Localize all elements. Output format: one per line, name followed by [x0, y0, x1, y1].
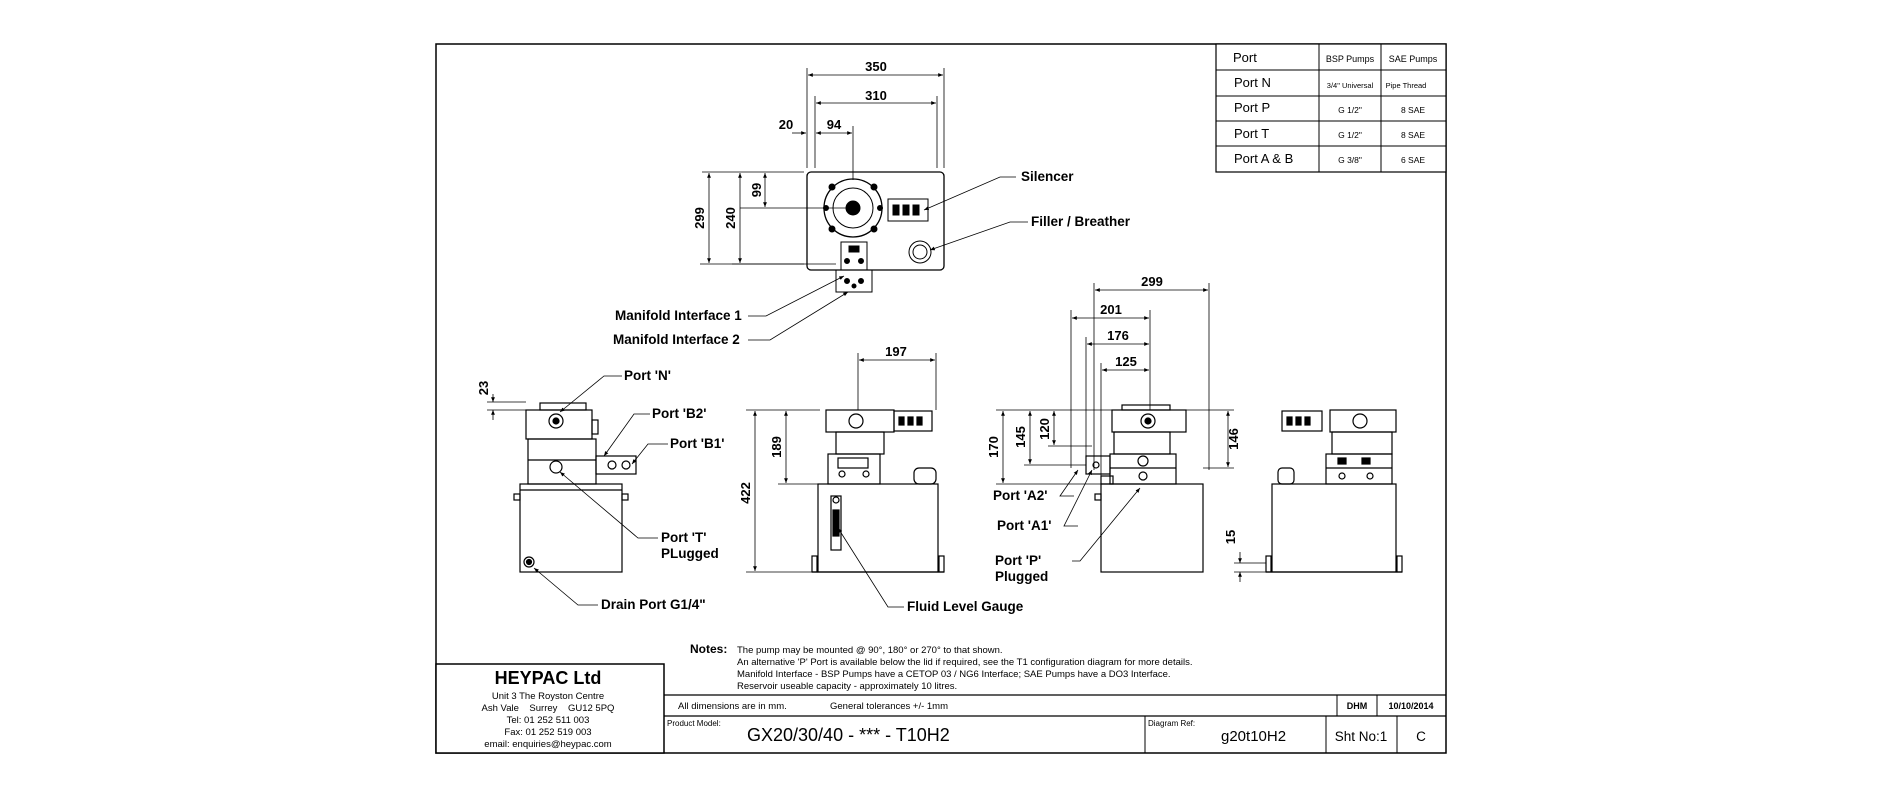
- diagram-ref-label: Diagram Ref:: [1148, 719, 1195, 728]
- port-table-row-bsp: G 3/8": [1338, 155, 1362, 165]
- port-table-row-bsp: G 1/2": [1338, 130, 1362, 140]
- front-view: [811, 409, 945, 573]
- tolerance-note: General tolerances +/- 1mm: [830, 701, 948, 712]
- right-side-dimensions: [996, 283, 1234, 562]
- title-block: [664, 694, 1446, 753]
- label-port-p-plugged: Plugged: [995, 569, 1048, 584]
- note-line: An alternative 'P' Port is available bel…: [737, 657, 1192, 668]
- plan-dimensions: [700, 68, 945, 265]
- company-address-2: Ash Vale Surrey GU12 5PQ: [482, 703, 615, 714]
- dim-145: 145: [1013, 426, 1028, 448]
- label-fluid-level-gauge: Fluid Level Gauge: [907, 599, 1024, 614]
- diagram-ref: g20t10H2: [1221, 728, 1286, 745]
- left-side-view: [513, 402, 637, 573]
- dim-176: 176: [1107, 328, 1129, 343]
- port-table-portn-label: Port N: [1234, 75, 1271, 90]
- product-model-label: Product Model:: [667, 719, 721, 728]
- port-table-row-bsp: G 1/2": [1338, 105, 1362, 115]
- company-box: HEYPAC Ltd Unit 3 The Royston Centre Ash…: [435, 663, 665, 754]
- label-port-t: Port 'T': [661, 530, 706, 545]
- dim-299: 299: [692, 207, 707, 229]
- dim-170: 170: [986, 436, 1001, 458]
- dim-350: 350: [865, 59, 887, 74]
- label-port-a1: Port 'A1': [997, 518, 1051, 533]
- label-manifold-2: Manifold Interface 2: [613, 332, 740, 347]
- port-table-portn-sae: Pipe Thread: [1386, 81, 1427, 90]
- label-port-t-plugged: PLugged: [661, 546, 719, 561]
- plan-view: [806, 171, 945, 293]
- port-table-row-sae: 6 SAE: [1401, 155, 1425, 165]
- sheet-border: [435, 43, 1447, 754]
- rear-dimensions: [1234, 552, 1266, 582]
- label-silencer: Silencer: [1021, 169, 1074, 184]
- port-table-row-port: Port T: [1234, 126, 1269, 141]
- port-table-header-bsp: BSP Pumps: [1326, 54, 1375, 64]
- dim-299-side: 299: [1141, 274, 1163, 289]
- front-dimensions: [746, 353, 937, 608]
- dim-15: 15: [1223, 530, 1238, 544]
- dim-310: 310: [865, 88, 887, 103]
- label-port-p: Port 'P': [995, 553, 1041, 568]
- label-port-n: Port 'N': [624, 368, 671, 383]
- dim-201: 201: [1100, 302, 1122, 317]
- port-table-row-sae: 8 SAE: [1401, 105, 1425, 115]
- dim-99: 99: [749, 183, 764, 197]
- note-line: The pump may be mounted @ 90°, 180° or 2…: [737, 645, 1003, 656]
- product-model: GX20/30/40 - *** - T10H2: [747, 725, 950, 745]
- company-email: email: enquiries@heypac.com: [484, 739, 611, 750]
- dim-422: 422: [738, 482, 753, 504]
- label-port-b2: Port 'B2': [652, 406, 706, 421]
- dim-125: 125: [1115, 354, 1137, 369]
- company-name: HEYPAC Ltd: [495, 668, 602, 688]
- port-table-row-port: Port P: [1234, 100, 1270, 115]
- label-drain-port: Drain Port G1/4": [601, 597, 706, 612]
- sheet-number: Sht No:1: [1335, 729, 1388, 744]
- drawing-date: 10/10/2014: [1388, 701, 1433, 711]
- right-side-view: [1085, 404, 1204, 573]
- company-tel: Tel: 01 252 511 003: [507, 715, 590, 726]
- port-table-row-sae: 8 SAE: [1401, 130, 1425, 140]
- label-manifold-1: Manifold Interface 1: [615, 308, 742, 323]
- rear-view: [1265, 409, 1403, 573]
- port-table: Port BSP Pumps SAE Pumps Port N 3/4" Uni…: [1215, 43, 1447, 173]
- company-address-1: Unit 3 The Royston Centre: [492, 691, 604, 702]
- dim-146: 146: [1226, 428, 1241, 450]
- company-fax: Fax: 01 252 519 003: [504, 727, 591, 738]
- label-filler-breather: Filler / Breather: [1031, 214, 1131, 229]
- port-table-header-sae: SAE Pumps: [1389, 54, 1438, 64]
- dim-20: 20: [779, 117, 793, 132]
- dim-23: 23: [476, 381, 491, 395]
- left-side-leaders: [487, 375, 668, 606]
- dim-240: 240: [723, 207, 738, 229]
- dim-189: 189: [769, 436, 784, 458]
- dims-note: All dimensions are in mm.: [678, 701, 787, 712]
- port-table-portn-bsp: 3/4" Universal: [1327, 81, 1374, 90]
- drawn-by: DHM: [1347, 701, 1368, 711]
- label-port-b1: Port 'B1': [670, 436, 724, 451]
- port-table-header-port: Port: [1233, 50, 1257, 65]
- port-table-row-port: Port A & B: [1234, 151, 1293, 166]
- plan-leaders: [748, 176, 1028, 341]
- note-line: Manifold Interface - BSP Pumps have a CE…: [737, 669, 1171, 680]
- notes-heading: Notes:: [690, 642, 727, 656]
- label-port-a2: Port 'A2': [993, 488, 1047, 503]
- revision: C: [1416, 729, 1426, 744]
- dim-94: 94: [827, 117, 842, 132]
- dim-197: 197: [885, 344, 907, 359]
- dim-120: 120: [1037, 418, 1052, 440]
- note-line: Reservoir useable capacity - approximate…: [737, 681, 957, 692]
